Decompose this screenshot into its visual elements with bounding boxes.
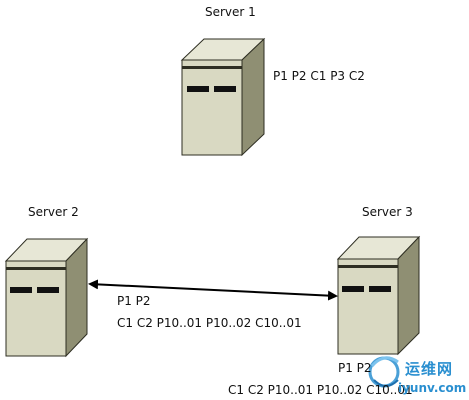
link-queue-line-1: P1 P2 [117,294,151,308]
server-3-tower-icon [336,235,421,356]
drive-bay-icon [342,286,364,292]
replication-arrow [88,279,338,301]
server-1-tower-icon [180,37,266,157]
drive-bay-icon [214,86,236,92]
drive-bay-icon [37,287,59,293]
drive-bay-icon [369,286,391,292]
watermark-url: iyunv.com [398,381,467,395]
watermark-logo-icon [368,356,400,388]
server-2-label: Server 2 [28,205,79,219]
watermark-brand: 运维网 [405,360,454,378]
drive-bay-icon [187,86,209,92]
server-3-queue-line-1: P1 P2 [338,361,372,375]
drive-bay-icon [10,287,32,293]
server-3-queue-line-2: C1 C2 P10..01 P10..02 C10..01 [228,383,413,397]
server-3-label: Server 3 [362,205,413,219]
server-1-label: Server 1 [205,5,256,19]
server-2-tower-icon [4,237,89,358]
watermark: 运维网 iyunv.com [364,352,468,400]
server-1-queue-text: P1 P2 C1 P3 C2 [273,69,365,83]
link-queue-line-2: C1 C2 P10..01 P10..02 C10..01 [117,316,302,330]
